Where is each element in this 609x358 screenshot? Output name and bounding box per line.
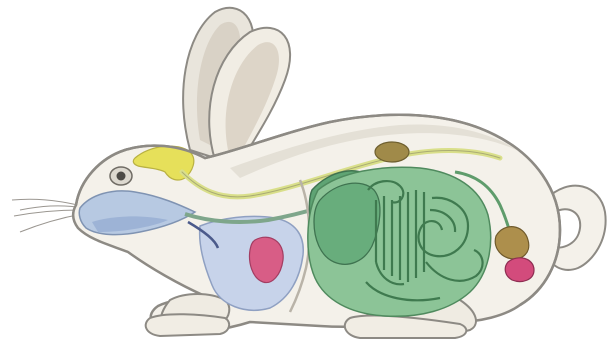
- reproductive-organ: [505, 258, 534, 282]
- eye-pupil: [117, 172, 126, 181]
- kidney: [375, 142, 409, 162]
- front-paw: [146, 314, 229, 336]
